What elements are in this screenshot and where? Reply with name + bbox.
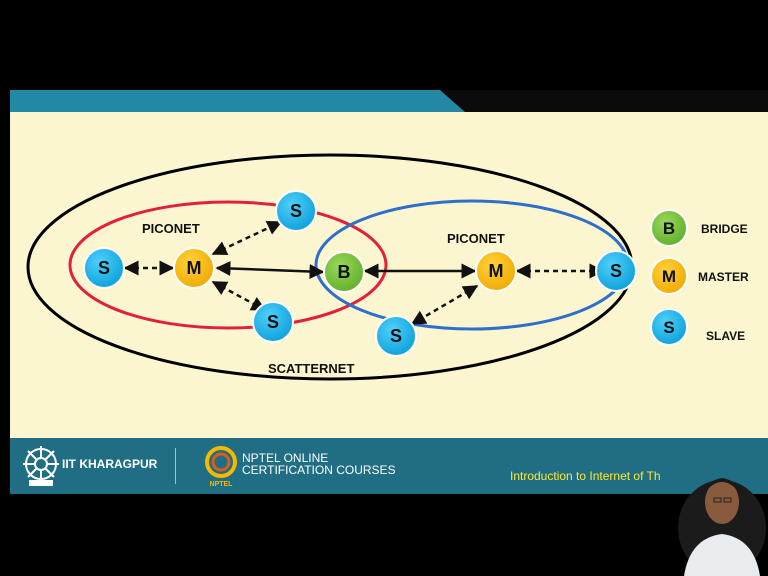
legend-master: M MASTER — [650, 257, 749, 295]
master-node-right: M — [475, 250, 517, 292]
scatternet-label: SCATTERNET — [268, 361, 354, 376]
link-m1-s2 — [211, 220, 283, 256]
svg-text:NPTEL: NPTEL — [210, 481, 234, 488]
nptel-title: NPTEL ONLINE CERTIFICATION COURSES — [242, 452, 396, 476]
scatternet-diagram: S M S S B M S — [26, 153, 749, 381]
link-m1-s3 — [211, 280, 267, 312]
slave-node-top: S — [275, 190, 317, 232]
slide-area: S M S S B M S — [10, 112, 768, 438]
svg-text:S: S — [290, 201, 302, 221]
svg-text:S: S — [98, 258, 110, 278]
nptel-line-1: NPTEL ONLINE — [242, 451, 329, 465]
iit-kharagpur-logo-icon — [23, 446, 59, 486]
svg-text:SLAVE: SLAVE — [706, 329, 745, 343]
presenter-video — [676, 446, 768, 576]
legend: B BRIDGE M MASTER S SLAVE — [650, 209, 749, 346]
slave-node-left: S — [83, 247, 125, 289]
nptel-line-2: CERTIFICATION COURSES — [242, 463, 396, 477]
piconet-right-label: PICONET — [447, 231, 505, 246]
svg-text:BRIDGE: BRIDGE — [701, 222, 748, 236]
slave-node-right: S — [595, 250, 637, 292]
svg-text:S: S — [390, 326, 402, 346]
institute-name: IIT KHARAGPUR — [62, 457, 158, 471]
legend-slave: S SLAVE — [650, 308, 745, 346]
piconet-left-label: PICONET — [142, 221, 200, 236]
slave-node-bottom-left: S — [252, 301, 294, 343]
course-title: Introduction to Internet of Th — [510, 469, 661, 483]
bridge-node: B — [323, 251, 365, 293]
footer-bar: IIT KHARAGPUR NPTEL NPTEL ONLINE CERTIFI… — [10, 438, 768, 494]
svg-text:S: S — [610, 261, 622, 281]
header-band — [10, 90, 768, 112]
legend-bridge: B BRIDGE — [650, 209, 748, 247]
nptel-logo-icon: NPTEL — [205, 446, 237, 488]
svg-text:MASTER: MASTER — [698, 270, 749, 284]
svg-text:B: B — [338, 262, 351, 282]
link-m1-b — [215, 261, 325, 279]
slave-node-bottom-right: S — [375, 315, 417, 357]
footer-divider — [175, 448, 176, 484]
master-node-left: M — [173, 247, 215, 289]
svg-text:B: B — [663, 219, 675, 238]
svg-text:S: S — [267, 312, 279, 332]
svg-text:M: M — [187, 258, 202, 278]
svg-text:M: M — [662, 267, 676, 286]
svg-text:S: S — [663, 318, 674, 337]
svg-text:M: M — [489, 261, 504, 281]
link-m2-s5 — [410, 284, 479, 326]
